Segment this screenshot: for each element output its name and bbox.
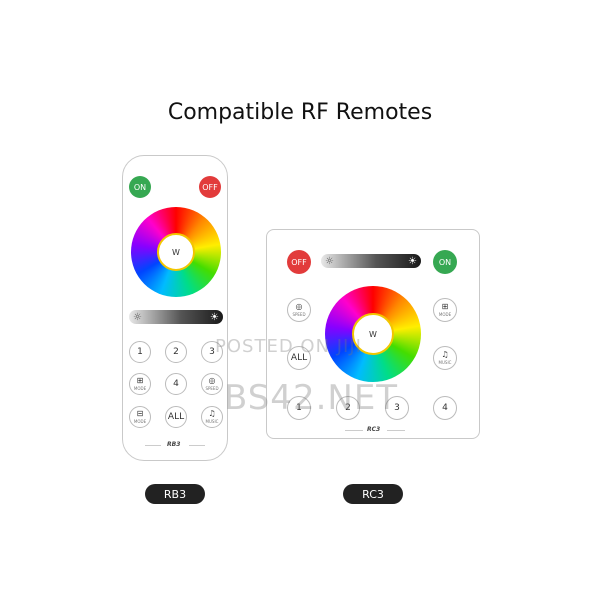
music-note-icon: ♫ bbox=[441, 350, 449, 359]
rc3-white-button[interactable]: W bbox=[352, 313, 394, 355]
rb3-all-button[interactable]: ALL bbox=[165, 406, 187, 428]
speed-icon: ◎ bbox=[208, 376, 216, 385]
rb3-key-3[interactable]: 3 bbox=[201, 341, 223, 363]
rc3-key-3[interactable]: 3 bbox=[385, 396, 409, 420]
rc3-off-button[interactable]: OFF bbox=[287, 250, 311, 274]
brightness-low-icon: ☼ bbox=[325, 255, 334, 267]
music-note-icon: ♫ bbox=[208, 409, 216, 418]
grid-minus-icon: ⊟ bbox=[136, 409, 144, 418]
rb3-mode-plus-button[interactable]: ⊞ MODE bbox=[129, 373, 151, 395]
rc3-name-tag: RC3 bbox=[343, 484, 403, 504]
grid-plus-icon: ⊞ bbox=[136, 376, 144, 385]
grid-icon: ⊞ bbox=[441, 302, 449, 311]
rb3-off-button[interactable]: OFF bbox=[199, 176, 221, 198]
brightness-high-icon: ☀ bbox=[408, 255, 417, 267]
brightness-low-icon: ☼ bbox=[133, 311, 142, 323]
rb3-mode-minus-button[interactable]: ⊟ MODE bbox=[129, 406, 151, 428]
rc3-key-2[interactable]: 2 bbox=[336, 396, 360, 420]
rc3-brightness-slider[interactable]: ☼ ☀ bbox=[321, 254, 421, 268]
rb3-key-4[interactable]: 4 bbox=[165, 373, 187, 395]
rb3-color-wheel[interactable]: W bbox=[131, 207, 221, 297]
rc3-key-1[interactable]: 1 bbox=[287, 396, 311, 420]
rc3-color-wheel[interactable]: W bbox=[325, 286, 421, 382]
page-title: Compatible RF Remotes bbox=[167, 100, 433, 125]
rb3-white-button[interactable]: W bbox=[157, 233, 195, 271]
rb3-name-tag: RB3 bbox=[145, 484, 205, 504]
rc3-speed-button[interactable]: ◎ SPEED bbox=[287, 298, 311, 322]
rb3-model-divider-right bbox=[189, 445, 205, 446]
rb3-key-2[interactable]: 2 bbox=[165, 341, 187, 363]
rc3-model-divider-left bbox=[345, 430, 363, 431]
rb3-music-button[interactable]: ♫ MUSIC bbox=[201, 406, 223, 428]
rc3-on-button[interactable]: ON bbox=[433, 250, 457, 274]
rb3-on-button[interactable]: ON bbox=[129, 176, 151, 198]
rc3-all-button[interactable]: ALL bbox=[287, 346, 311, 370]
speed-icon: ◎ bbox=[295, 302, 303, 311]
rc3-model-divider-right bbox=[387, 430, 405, 431]
rc3-music-button[interactable]: ♫ MUSIC bbox=[433, 346, 457, 370]
rc3-remote: OFF ☼ ☀ ON W ◎ SPEED ⊞ MODE ALL ♫ MUSIC … bbox=[266, 229, 480, 439]
rb3-brightness-slider[interactable]: ☼ ☀ bbox=[129, 310, 223, 324]
watermark-line-2: BS42.NET bbox=[224, 378, 399, 418]
rc3-model-label: RC3 bbox=[367, 426, 381, 433]
rb3-model-divider-left bbox=[145, 445, 161, 446]
rc3-mode-button[interactable]: ⊞ MODE bbox=[433, 298, 457, 322]
watermark-line-1: POSTED ON JIJI bbox=[215, 336, 362, 357]
brightness-high-icon: ☀ bbox=[210, 311, 219, 323]
rb3-model-label: RB3 bbox=[167, 441, 181, 448]
rb3-key-1[interactable]: 1 bbox=[129, 341, 151, 363]
rb3-speed-button[interactable]: ◎ SPEED bbox=[201, 373, 223, 395]
rb3-remote: ON OFF W ☼ ☀ 1 2 3 ⊞ MODE 4 ◎ SPEED ⊟ MO… bbox=[122, 155, 228, 461]
rc3-key-4[interactable]: 4 bbox=[433, 396, 457, 420]
